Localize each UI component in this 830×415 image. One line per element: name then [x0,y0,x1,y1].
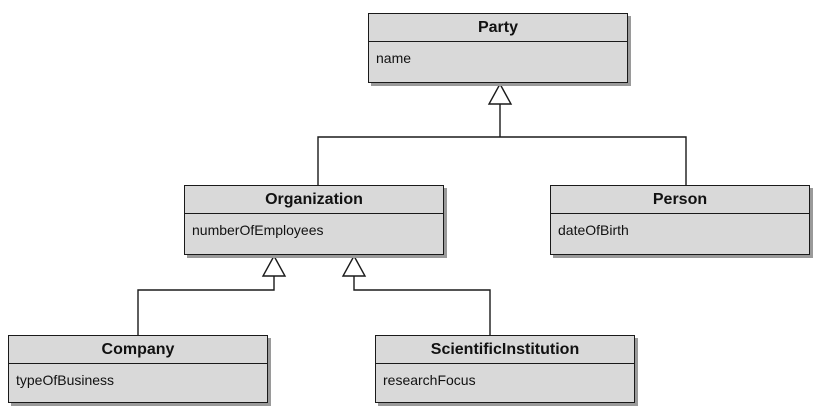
generalization-scientific-to-organization [341,254,491,335]
class-attribute: typeOfBusiness [16,372,115,388]
class-name: Party [369,14,627,42]
class-company: Company typeOfBusiness [8,335,268,403]
class-name: Person [551,186,809,214]
class-name: ScientificInstitution [376,336,634,364]
generalization-organization-person-to-party [317,82,687,185]
connector-company-to-organization [137,276,275,335]
class-party: Party name [368,13,628,83]
connector-person-to-party [500,136,687,185]
class-scientific-institution: ScientificInstitution researchFocus [375,335,635,403]
class-attribute: numberOfEmployees [192,222,324,238]
class-organization: Organization numberOfEmployees [184,185,444,255]
connector-organization-to-party [317,136,500,185]
class-name: Organization [185,186,443,214]
generalization-arrowhead-organization-left [261,254,287,277]
generalization-arrowhead-organization-right [341,254,367,277]
class-attribute: researchFocus [383,372,476,388]
class-attribute: dateOfBirth [558,222,629,238]
generalization-arrowhead-party [487,82,513,105]
connector-scientific-to-organization [353,276,491,335]
class-attribute: name [376,50,412,66]
generalization-company-to-organization [137,254,287,335]
class-name: Company [9,336,267,364]
class-person: Person dateOfBirth [550,185,810,255]
